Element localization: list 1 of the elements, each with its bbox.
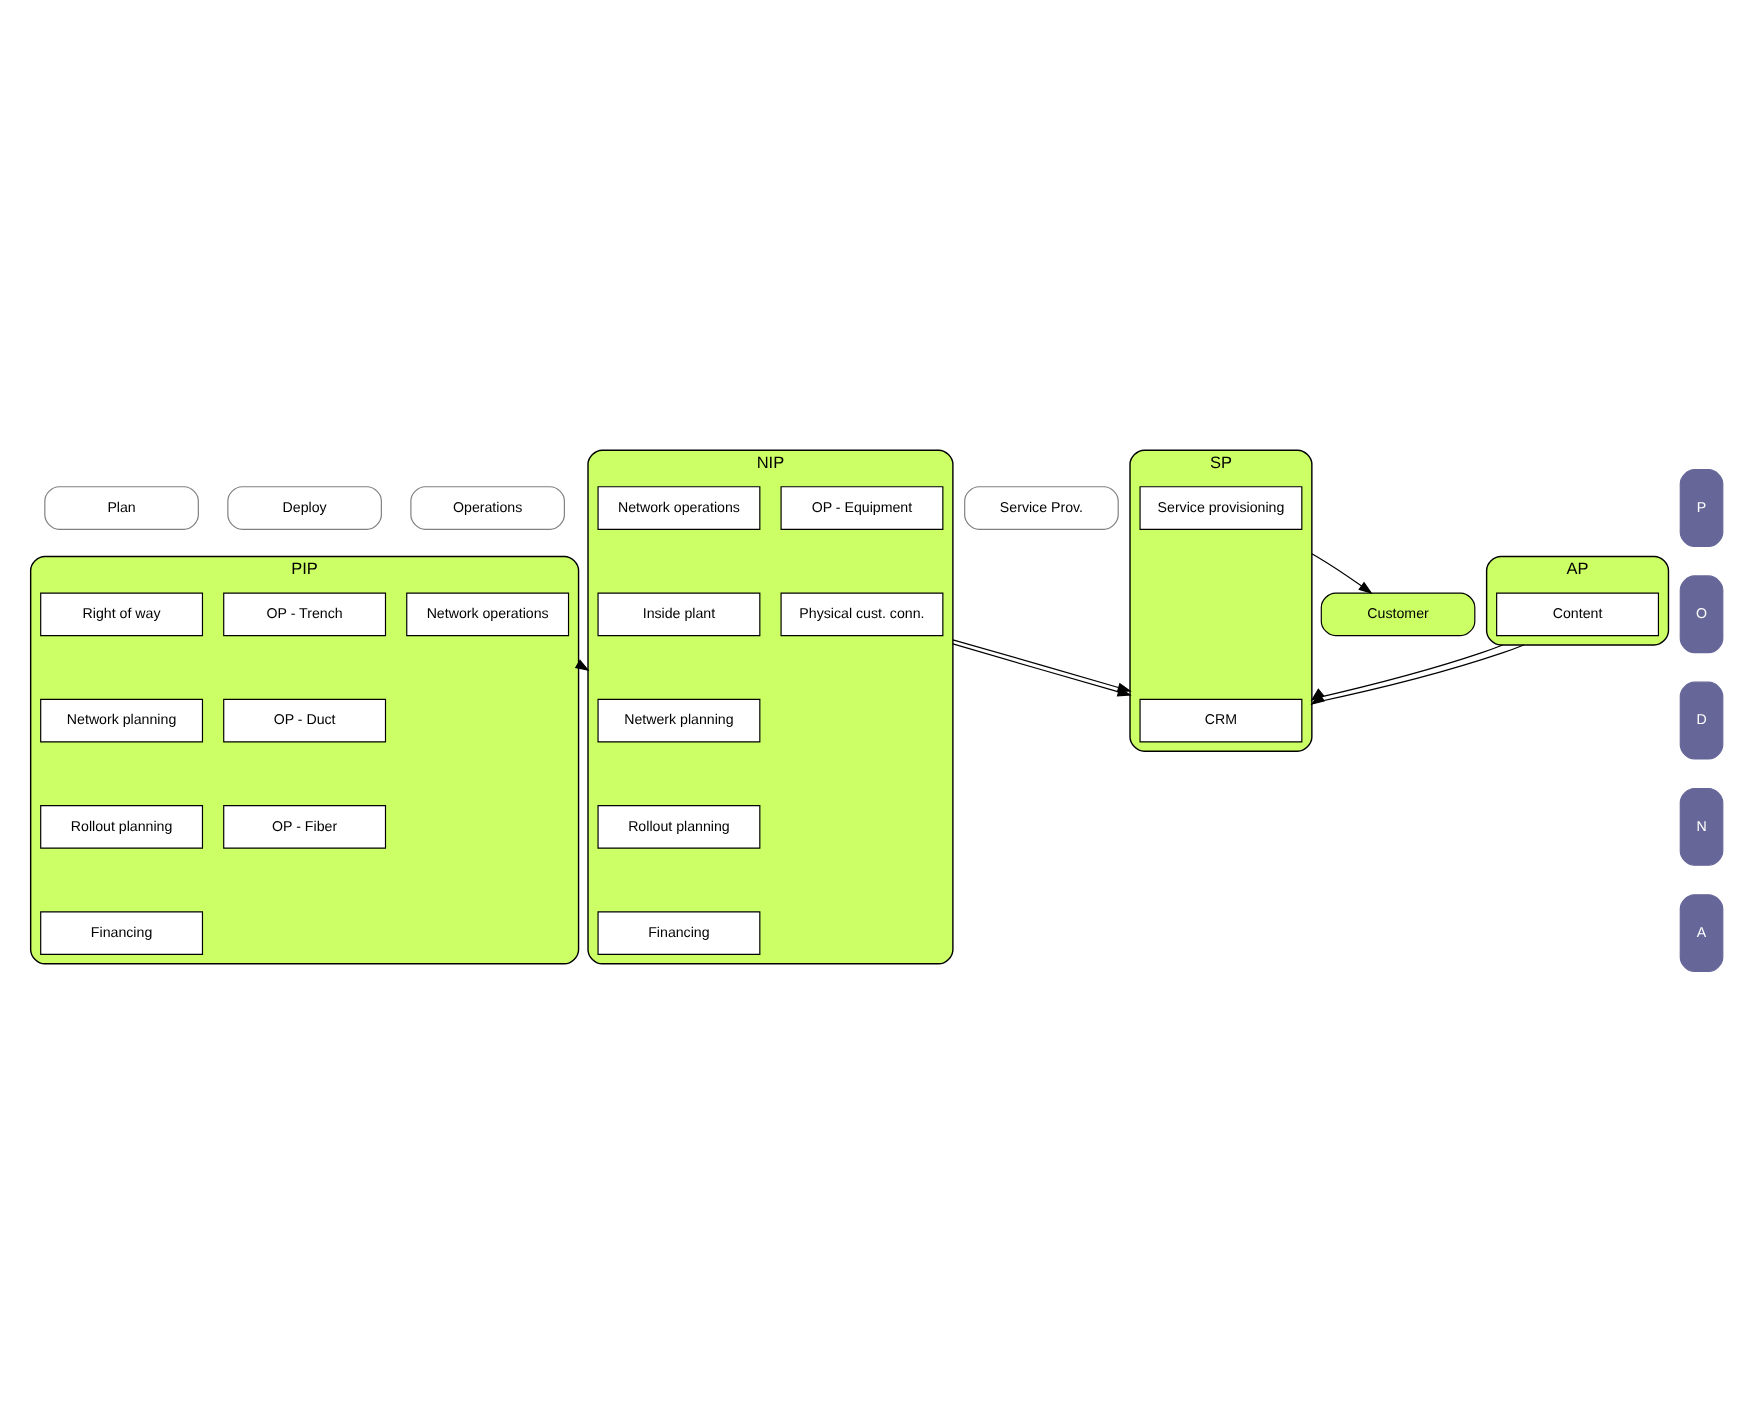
arrow xyxy=(1311,553,1373,594)
